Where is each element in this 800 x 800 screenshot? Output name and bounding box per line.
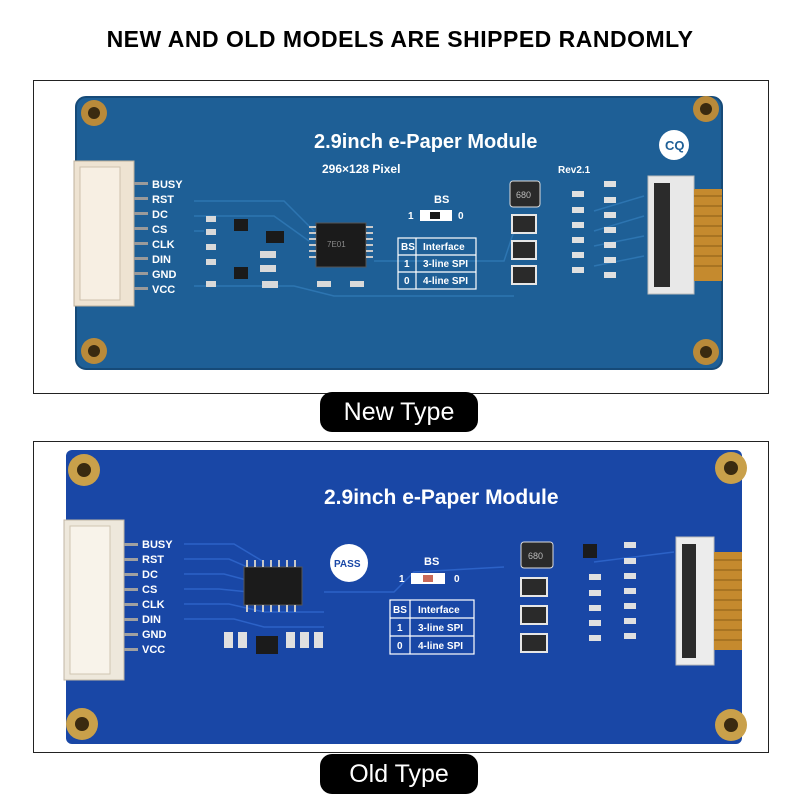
bs-label: BS <box>434 194 449 206</box>
mounting-hole <box>66 708 98 740</box>
interface-table: BS Interface 1 3-line SPI 0 4-line SPI <box>397 237 477 290</box>
table-header-bs: BS <box>401 242 415 253</box>
table-cell: 4-line SPI <box>423 276 468 287</box>
table-header-interface: Interface <box>423 242 465 253</box>
board-title: 2.9inch e-Paper Module <box>314 131 537 153</box>
interface-table: BS Interface 1 3-line SPI 0 4-line SPI <box>389 599 475 655</box>
pin-label: DC <box>152 209 168 221</box>
pin-label: GND <box>152 269 177 281</box>
cq-logo-text: CQ <box>665 138 685 153</box>
pin-label: DIN <box>142 614 161 626</box>
mounting-hole <box>68 454 100 486</box>
pin-label: VCC <box>152 284 175 296</box>
mounting-hole <box>693 339 719 365</box>
bs-option-1: 1 <box>408 211 414 222</box>
mounting-hole <box>81 100 107 126</box>
driver-ic <box>243 560 303 612</box>
pass-sticker: PASS <box>330 544 368 582</box>
pixel-label: 296×128 Pixel <box>322 162 400 176</box>
mounting-hole <box>693 96 719 122</box>
pin-label: RST <box>142 554 164 566</box>
bs-option-0: 0 <box>458 211 464 222</box>
ic-marking: 7E01 <box>327 240 346 249</box>
mounting-hole <box>715 452 747 484</box>
pin-label: BUSY <box>152 179 183 191</box>
inductor-marking: 680 <box>516 190 531 200</box>
new-type-frame: BUSY RST DC CS CLK DIN GND VCC 2.9inch e… <box>33 80 769 394</box>
pass-text: PASS <box>334 559 361 570</box>
pin-label: BUSY <box>142 539 173 551</box>
pin-header-connector <box>63 519 138 681</box>
table-cell: 0 <box>397 641 403 652</box>
inductor: 680 <box>520 541 554 569</box>
board-title: 2.9inch e-Paper Module <box>324 486 559 509</box>
bs-label: BS <box>424 556 439 568</box>
fpc-connector <box>647 175 722 295</box>
pin-label: RST <box>152 194 174 206</box>
pin-label: VCC <box>142 644 165 656</box>
cq-logo: CQ <box>659 130 689 160</box>
pin-label: CLK <box>142 599 165 611</box>
mounting-hole <box>715 709 747 741</box>
pin-header-connector <box>73 160 148 307</box>
old-type-caption: Old Type <box>320 754 478 794</box>
inductor: 680 <box>509 180 541 208</box>
bs-option-0: 0 <box>454 574 460 585</box>
old-type-frame: BUSY RST DC CS CLK DIN GND VCC 2.9inch e… <box>33 441 769 753</box>
pin-labels: BUSY RST DC CS CLK DIN GND VCC <box>142 539 173 656</box>
mounting-hole <box>81 338 107 364</box>
fpc-connector <box>675 536 742 666</box>
pin-label: GND <box>142 629 167 641</box>
table-cell: 3-line SPI <box>423 259 468 270</box>
headline: NEW AND OLD MODELS ARE SHIPPED RANDOMLY <box>106 26 694 52</box>
pin-labels: BUSY RST DC CS CLK DIN GND VCC <box>152 179 183 296</box>
pin-label: CLK <box>152 239 175 251</box>
revision-label: Rev2.1 <box>558 165 591 176</box>
new-type-caption: New Type <box>320 392 478 432</box>
new-type-board-image: BUSY RST DC CS CLK DIN GND VCC 2.9inch e… <box>73 96 723 370</box>
table-header-bs: BS <box>393 605 407 616</box>
pin-label: DC <box>142 569 158 581</box>
pin-label: DIN <box>152 254 171 266</box>
pin-label: CS <box>142 584 157 596</box>
new-board-pcb <box>76 97 722 369</box>
table-cell: 4-line SPI <box>418 641 463 652</box>
table-cell: 1 <box>397 623 403 634</box>
old-type-board-image: BUSY RST DC CS CLK DIN GND VCC 2.9inch e… <box>63 450 747 744</box>
pin-label: CS <box>152 224 167 236</box>
bs-option-1: 1 <box>399 574 405 585</box>
table-cell: 0 <box>404 276 410 287</box>
table-cell: 3-line SPI <box>418 623 463 634</box>
old-board-pcb <box>66 450 742 744</box>
table-cell: 1 <box>404 259 410 270</box>
driver-ic: 7E01 <box>309 222 373 268</box>
table-header-interface: Interface <box>418 605 460 616</box>
inductor-marking: 680 <box>528 551 543 561</box>
